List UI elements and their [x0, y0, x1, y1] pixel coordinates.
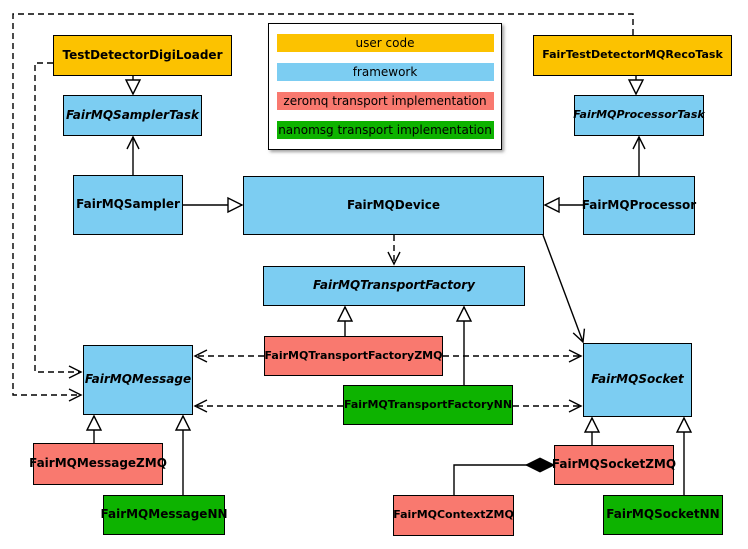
legend-item-framework: framework	[276, 63, 494, 81]
edge-recotask-message	[12, 13, 634, 402]
legend: user code framework zeromq transport imp…	[268, 23, 502, 150]
edge-device-socket	[542, 234, 586, 344]
node-fairtestdetectormqrecotask: FairTestDetectorMQRecoTask	[533, 35, 732, 76]
node-fairmqcontextzmq: FairMQContextZMQ	[393, 495, 514, 536]
node-testdetectordigiloader: TestDetectorDigiLoader	[53, 35, 232, 76]
node-fairmqprocessortask: FairMQProcessorTask	[573, 95, 705, 136]
node-fairmqmessage: FairMQMessage	[83, 345, 193, 415]
node-fairmqsocketzmq: FairMQSocketZMQ	[552, 445, 676, 485]
composition-diamond	[524, 457, 556, 473]
legend-item-user-code: user code	[276, 34, 494, 52]
node-fairmqprocessor: FairMQProcessor	[582, 176, 696, 235]
node-fairmqmessagenn: FairMQMessageNN	[100, 495, 228, 535]
legend-item-zeromq: zeromq transport implementation	[276, 92, 494, 110]
node-fairmqsampler: FairMQSampler	[73, 175, 183, 235]
node-fairmqsocket: FairMQSocket	[583, 343, 692, 417]
node-fairmqtransportfactoryzmq: FairMQTransportFactoryZMQ	[264, 336, 443, 376]
legend-item-nanomsg: nanomsg transport implementation	[276, 121, 494, 139]
edge-contextzmq-socketzmq	[453, 464, 527, 495]
node-fairmqmessagezmq: FairMQMessageZMQ	[29, 443, 167, 485]
node-fairmqsamplertask: FairMQSamplerTask	[63, 95, 202, 136]
node-fairmqdevice: FairMQDevice	[243, 176, 544, 235]
edge-digiloader-message	[34, 62, 83, 379]
node-fairmqtransportfactorynn: FairMQTransportFactoryNN	[343, 385, 513, 425]
node-fairmqsocketnn: FairMQSocketNN	[603, 495, 723, 535]
node-fairmqtransportfactory: FairMQTransportFactory	[263, 266, 525, 306]
